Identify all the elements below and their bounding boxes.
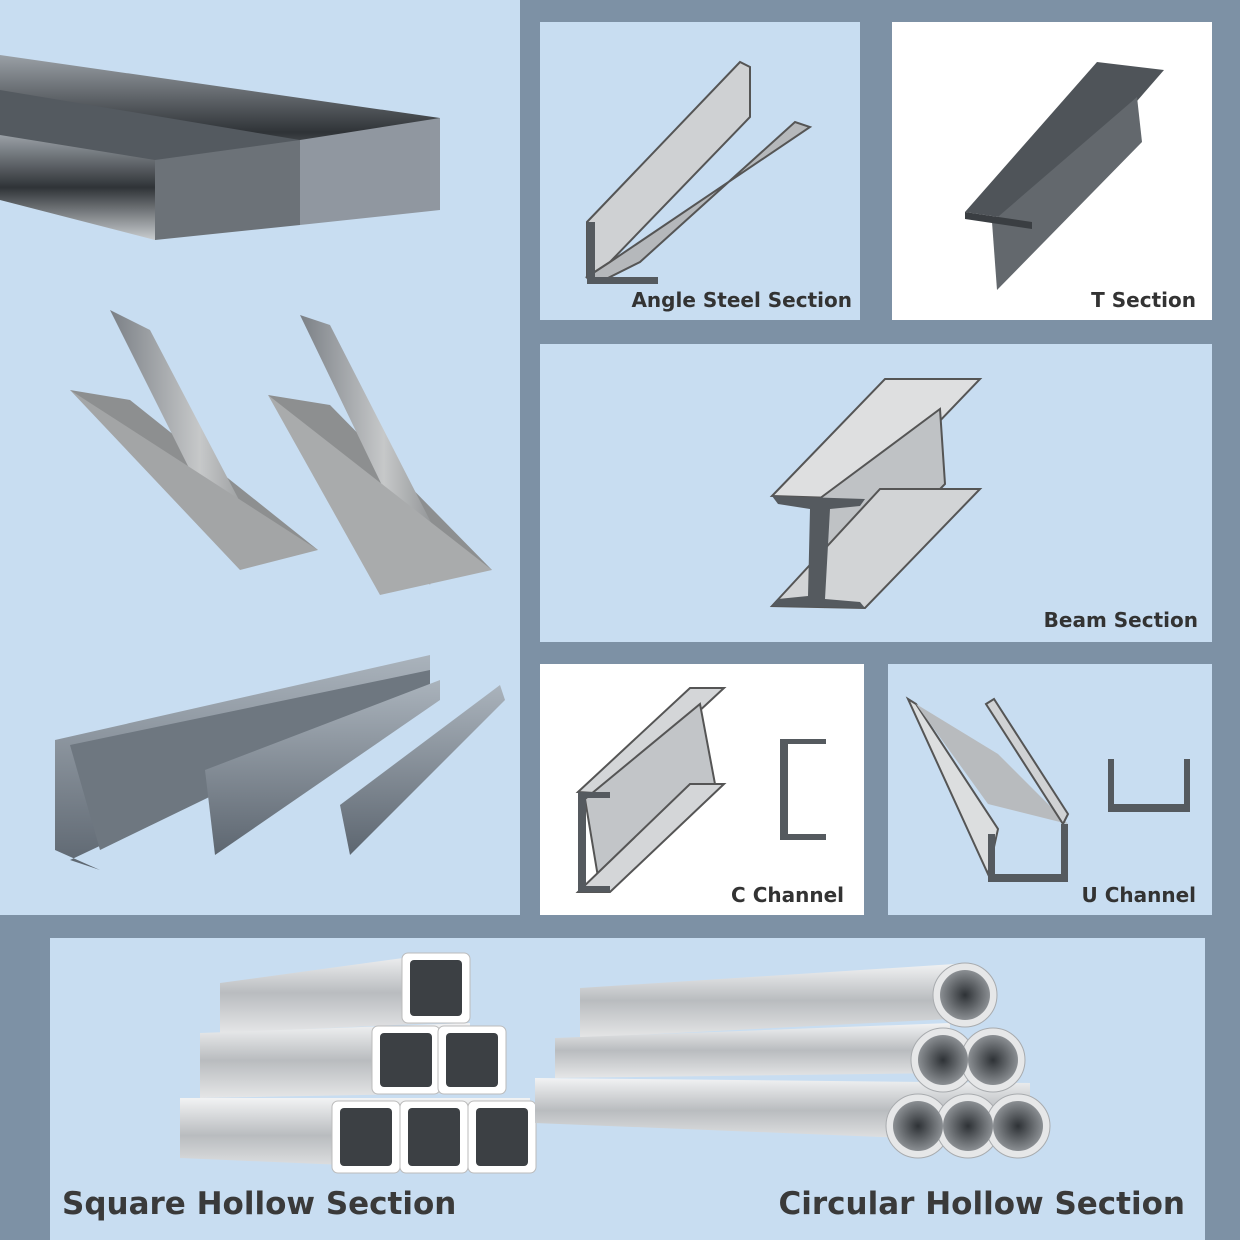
angle-steel-panel: Angle Steel Section — [540, 22, 860, 320]
c-channel-bars-photo — [55, 655, 505, 870]
u-channel-icon — [905, 696, 1190, 882]
u-channel-label: U Channel — [1081, 883, 1196, 907]
angle-steel-label: Angle Steel Section — [631, 288, 852, 312]
beam-section-panel: Beam Section — [540, 344, 1212, 642]
beam-section-label: Beam Section — [1043, 608, 1198, 632]
circular-hollow-stack — [535, 962, 1051, 1159]
t-section-label: T Section — [1091, 288, 1196, 312]
t-section-panel: T Section — [892, 22, 1212, 320]
hollow-sections-illustration — [180, 952, 1051, 1174]
steel-photos-illustration — [0, 55, 505, 870]
circular-hollow-label: Circular Hollow Section — [778, 1186, 1186, 1222]
photo-panel — [0, 0, 520, 915]
c-channel-icon — [575, 687, 826, 893]
angle-steel-icon — [584, 60, 813, 284]
square-hollow-stack — [180, 952, 537, 1174]
beam-section-icon — [769, 378, 983, 610]
tee-bars-photo — [70, 310, 492, 595]
angle-bars-photo — [0, 55, 440, 240]
hollow-sections-panel: Square Hollow Section Circular Hollow Se… — [50, 938, 1205, 1240]
square-hollow-label: Square Hollow Section — [62, 1186, 457, 1222]
u-profile-icon — [1108, 759, 1190, 812]
c-channel-panel: C Channel — [540, 664, 864, 915]
c-channel-label: C Channel — [731, 883, 844, 907]
u-channel-panel: U Channel — [888, 664, 1212, 915]
c-profile-icon — [780, 739, 826, 840]
t-section-icon — [965, 62, 1164, 290]
